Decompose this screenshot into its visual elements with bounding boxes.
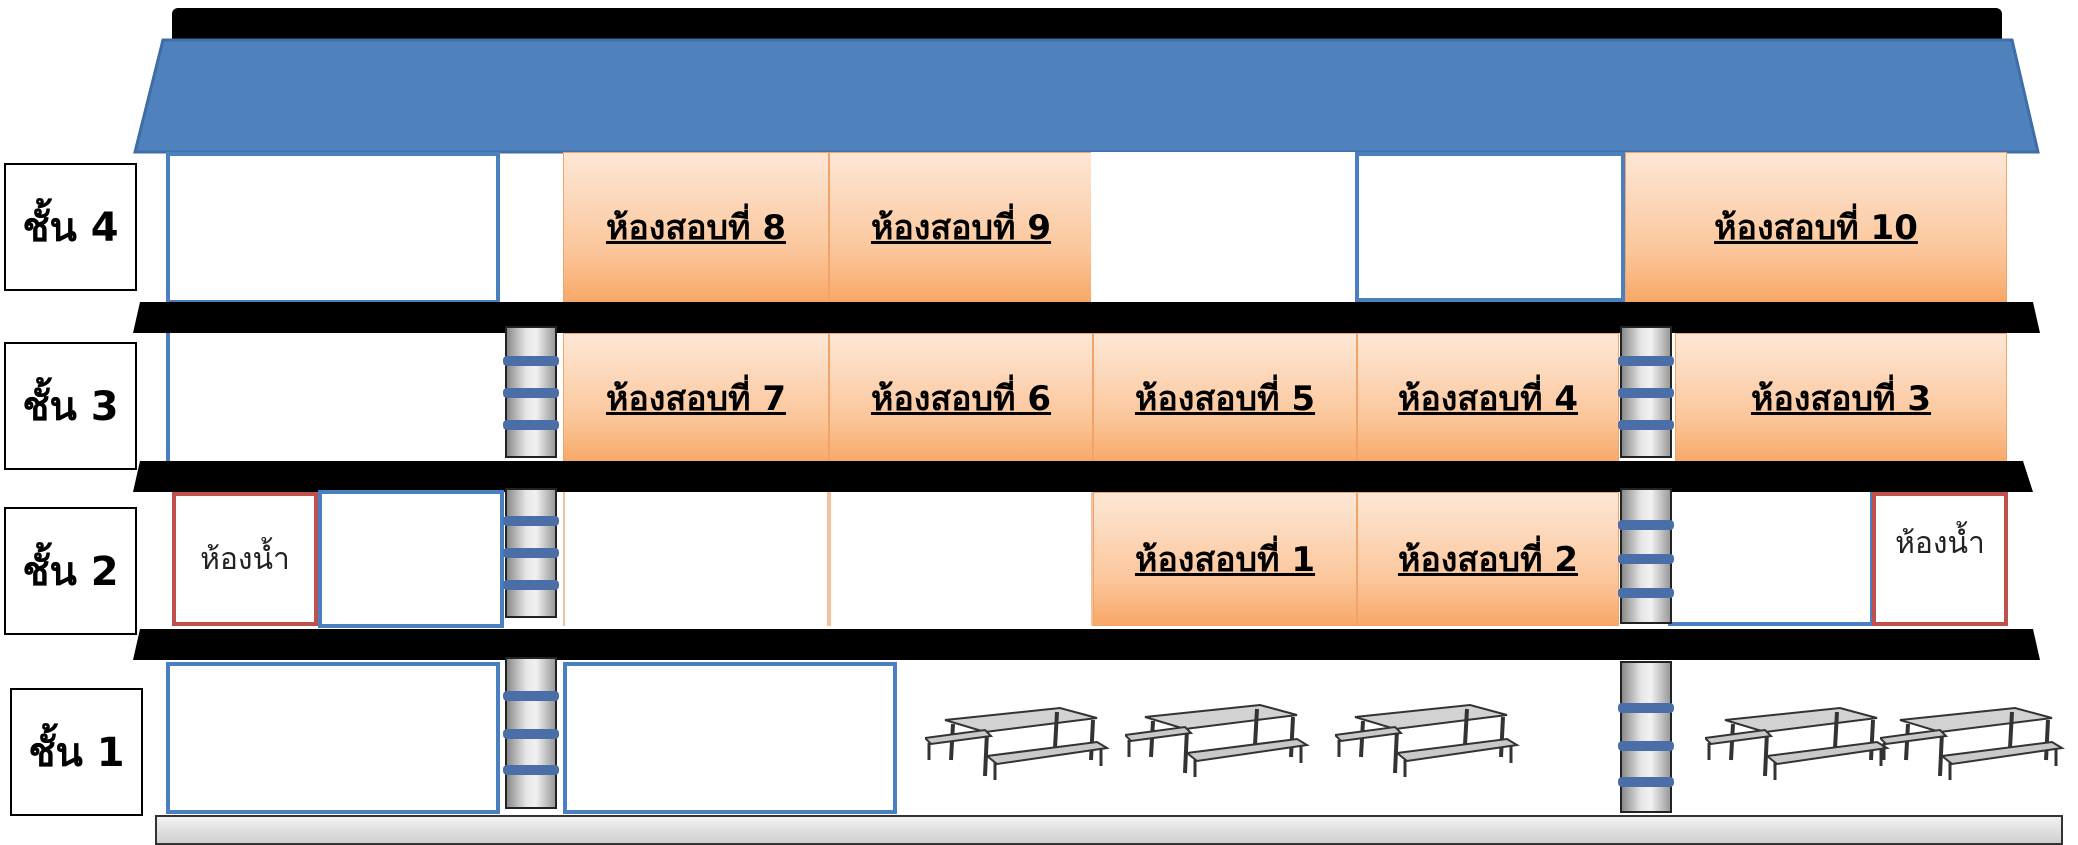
exam-room-1: ห้องสอบที่ 1 — [1093, 492, 1357, 626]
exam-room-2: ห้องสอบที่ 2 — [1357, 492, 1619, 626]
room-f2-empty-a — [563, 492, 829, 626]
exam-room-4: ห้องสอบที่ 4 — [1357, 333, 1619, 463]
floor-slab-3-4 — [133, 302, 2040, 333]
picnic-table-icon — [925, 706, 1109, 782]
floor-slab-2-3 — [133, 461, 2033, 492]
room-f4-mid-b — [1355, 152, 1625, 302]
floor-label-1: ชั้น 1 — [10, 688, 143, 816]
staircase-right-f2 — [1618, 488, 1674, 624]
room-f1-mid — [563, 662, 897, 814]
staircase-left-f1 — [503, 657, 559, 809]
room-f4-mid-a — [1091, 152, 1359, 302]
roof — [133, 38, 2040, 154]
room-f3-left — [166, 333, 500, 463]
floor-label-3: ชั้น 3 — [4, 342, 137, 470]
room-f2-empty-b — [829, 492, 1093, 626]
exam-room-7: ห้องสอบที่ 7 — [563, 333, 829, 463]
staircase-left-f3 — [503, 326, 559, 458]
room-f2-left — [318, 490, 504, 628]
exam-room-3: ห้องสอบที่ 3 — [1675, 333, 2007, 463]
room-f2-right — [1668, 492, 1874, 626]
room-f4-left — [166, 152, 500, 304]
roof-ridge — [172, 8, 2002, 44]
exam-room-8: ห้องสอบที่ 8 — [563, 152, 829, 302]
floor-slab-1-2 — [133, 629, 2040, 660]
ground-base — [155, 815, 2063, 845]
picnic-table-icon — [1705, 706, 1889, 782]
exam-room-6: ห้องสอบที่ 6 — [829, 333, 1093, 463]
picnic-table-icon — [1125, 703, 1309, 779]
staircase-right-f3 — [1618, 326, 1674, 458]
restroom-left: ห้องน้ำ — [172, 492, 318, 626]
exam-room-9: ห้องสอบที่ 9 — [829, 152, 1093, 302]
room-f1-left — [166, 662, 500, 814]
restroom-right: ห้องน้ำ — [1872, 492, 2008, 626]
floor-label-2: ชั้น 2 — [4, 507, 137, 635]
picnic-table-icon — [1335, 703, 1519, 779]
staircase-left-f2 — [503, 488, 559, 618]
staircase-right-f1 — [1618, 661, 1674, 813]
floor-label-4: ชั้น 4 — [4, 163, 137, 291]
picnic-table-icon — [1880, 706, 2064, 782]
exam-room-5: ห้องสอบที่ 5 — [1093, 333, 1357, 463]
exam-room-10: ห้องสอบที่ 10 — [1625, 152, 2007, 302]
